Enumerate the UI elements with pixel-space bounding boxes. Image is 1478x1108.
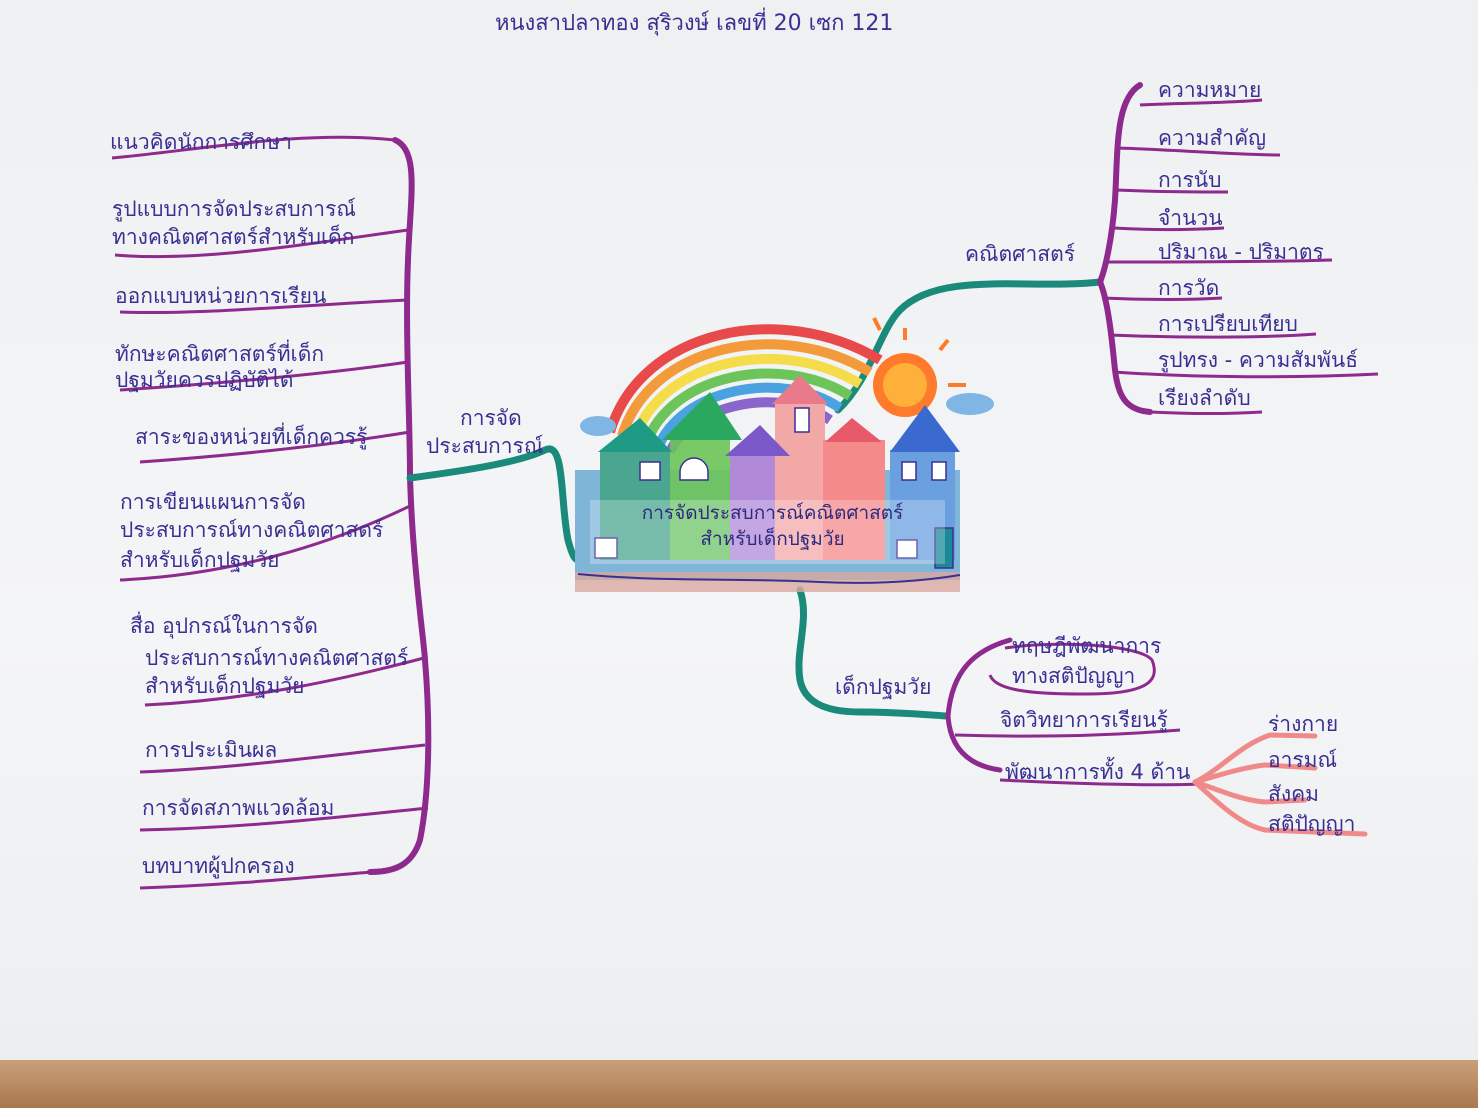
child-sub-item-1: ร่างกาย <box>1268 712 1339 736</box>
right-purple-trunk <box>1096 82 1153 415</box>
child-purple-trunk <box>945 637 1013 773</box>
underline-left-9 <box>139 806 429 832</box>
child-sub-item-2: อารมณ์ <box>1268 748 1338 772</box>
experience-item-7-line-1: สื่อ อุปกรณ์ในการจัด <box>130 614 318 638</box>
teal-branch-left <box>406 445 582 564</box>
child-sub-item-3: สังคม <box>1268 782 1319 806</box>
underline-left-4 <box>119 360 409 392</box>
underline-right-8 <box>1113 370 1379 379</box>
experience-item-7-line-2: ประสบการณ์ทางคณิตศาสตร์ <box>145 646 409 670</box>
branch-label-experience-2: ประสบการณ์ <box>426 434 544 458</box>
central-illustration <box>575 317 994 592</box>
underline-right-2 <box>1117 146 1281 157</box>
child-item-1-line-2: ทางสติปัญญา <box>1012 664 1136 688</box>
underline-left-8 <box>139 743 426 774</box>
experience-item-2-line-1: รูปแบบการจัดประสบการณ์ <box>112 197 356 221</box>
pink-branch-2 <box>1192 762 1318 785</box>
math-item-2: ความสำคัญ <box>1158 126 1267 150</box>
child-sub-item-4: สติปัญญา <box>1268 812 1356 836</box>
experience-item-4-line-1: ทักษะคณิตศาสตร์ที่เด็ก <box>115 342 325 366</box>
underline-right-4 <box>1113 226 1225 231</box>
underline-child-2 <box>954 728 1181 738</box>
experience-item-6-line-1: การเขียนแผนการจัด <box>120 490 306 514</box>
branch-label-experience-1: การจัด <box>460 406 522 430</box>
math-item-6: การวัด <box>1158 276 1220 300</box>
author-line: หนงสาปลาทอง สุริวงษ์ เลขที่ 20 เซก 121 <box>495 11 894 36</box>
left-purple-trunk <box>367 137 432 875</box>
math-item-3: การนับ <box>1158 168 1222 192</box>
underline-left-3 <box>119 298 409 315</box>
experience-item-9: การจัดสภาพแวดล้อม <box>142 796 335 820</box>
experience-item-3: ออกแบบหน่วยการเรียน <box>115 284 327 308</box>
teal-branch-down <box>795 586 950 720</box>
child-item-1-line-1: ทฤษฎีพัฒนาการ <box>1012 634 1162 658</box>
underline-right-1 <box>1139 98 1263 107</box>
underline-child-3 <box>999 778 1201 787</box>
underline-right-9 <box>1149 410 1263 415</box>
experience-item-1: แนวคิดนักการศึกษา <box>110 130 292 154</box>
math-item-1: ความหมาย <box>1158 78 1262 102</box>
experience-item-5: สาระของหน่วยที่เด็กควรรู้ <box>135 425 368 449</box>
child-item-3: พัฒนาการทั้ง 4 ด้าน <box>1005 760 1191 784</box>
underline-right-3 <box>1115 188 1229 194</box>
underline-left-2 <box>114 228 409 259</box>
math-item-5: ปริมาณ - ปริมาตร <box>1158 240 1324 264</box>
underline-right-7 <box>1109 332 1317 339</box>
child-item-2: จิตวิทยาการเรียนรู้ <box>1000 708 1168 732</box>
experience-item-4-line-2: ปฐมวัยควรปฏิบัติได้ <box>115 368 294 392</box>
branch-label-math: คณิตศาสตร์ <box>965 242 1076 266</box>
experience-item-10: บทบาทผู้ปกครอง <box>142 854 295 878</box>
math-item-8: รูปทรง - ความสัมพันธ์ <box>1158 348 1359 372</box>
pink-branch-3 <box>1192 779 1308 805</box>
experience-item-7-line-3: สำหรับเด็กปฐมวัย <box>145 674 305 698</box>
experience-item-8: การประเมินผล <box>145 738 278 762</box>
underline-left-1 <box>111 135 396 160</box>
underline-right-5 <box>1105 258 1333 264</box>
central-topic: การจัดประสบการณ์คณิตศาสตร์ สำหรับเด็กปฐม… <box>595 500 950 552</box>
math-item-7: การเปรียบเทียบ <box>1158 312 1298 336</box>
underline-left-7 <box>144 656 425 707</box>
experience-item-6-line-3: สำหรับเด็กปฐมวัย <box>120 548 280 572</box>
underline-left-6 <box>119 503 413 582</box>
experience-item-2-line-2: ทางคณิตศาสตร์สำหรับเด็ก <box>112 225 355 249</box>
underline-right-6 <box>1101 296 1223 301</box>
branch-label-child: เด็กปฐมวัย <box>835 675 932 699</box>
underline-left-10 <box>139 870 373 890</box>
experience-item-6-line-2: ประสบการณ์ทางคณิตศาสตร์ <box>120 518 384 542</box>
underline-left-5 <box>139 430 411 464</box>
math-item-4: จำนวน <box>1158 206 1223 230</box>
math-item-9: เรียงลำดับ <box>1158 386 1251 410</box>
wooden-floor <box>0 1060 1478 1108</box>
pink-branch-4 <box>1192 779 1368 837</box>
central-topic-line-1: การจัดประสบการณ์คณิตศาสตร์ <box>641 502 904 524</box>
central-topic-line-2: สำหรับเด็กปฐมวัย <box>700 528 845 550</box>
child-oval-box <box>988 642 1156 696</box>
